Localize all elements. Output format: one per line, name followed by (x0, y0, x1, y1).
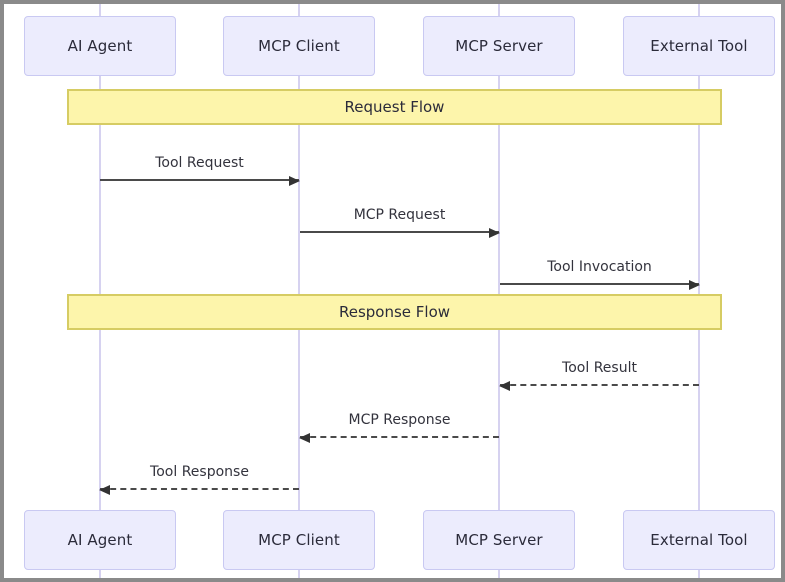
participant-box-external-tool-bottom[interactable]: External Tool (623, 510, 775, 570)
arrowhead-left-icon (499, 381, 510, 391)
arrowhead-right-icon (289, 176, 300, 186)
participant-box-mcp-client-top[interactable]: MCP Client (223, 16, 375, 76)
participant-label-ai-agent-top: AI Agent (67, 37, 133, 55)
participant-label-external-tool-top: External Tool (650, 37, 748, 55)
participant-box-mcp-client-bottom[interactable]: MCP Client (223, 510, 375, 570)
lifeline-external-tool (698, 4, 700, 578)
participant-label-ai-agent-bottom: AI Agent (67, 531, 133, 549)
participant-label-external-tool-bottom: External Tool (650, 531, 748, 549)
message-line-tool-response (99, 485, 299, 495)
arrowhead-right-icon (489, 228, 500, 238)
lifeline-mcp-server (498, 4, 500, 578)
message-line-mcp-response (299, 433, 499, 443)
message-label-tool-request: Tool Request (155, 155, 244, 171)
lifeline-ai-agent (99, 4, 101, 578)
message-label-tool-invocation: Tool Invocation (547, 259, 652, 275)
participant-label-mcp-client-top: MCP Client (258, 37, 340, 55)
participant-box-ai-agent-bottom[interactable]: AI Agent (24, 510, 176, 570)
message-label-mcp-response: MCP Response (348, 412, 451, 428)
participant-label-mcp-server-bottom: MCP Server (455, 531, 543, 549)
message-label-tool-result: Tool Result (562, 360, 637, 376)
participant-box-mcp-server-top[interactable]: MCP Server (423, 16, 575, 76)
message-line-mcp-request (300, 228, 500, 238)
participant-box-external-tool-top[interactable]: External Tool (623, 16, 775, 76)
flow-banner-request: Request Flow (67, 89, 722, 125)
participant-box-ai-agent-top[interactable]: AI Agent (24, 16, 176, 76)
lifeline-mcp-client (298, 4, 300, 578)
arrowhead-left-icon (299, 433, 310, 443)
sequence-diagram-canvas: AI Agent MCP Client MCP Server External … (4, 4, 781, 578)
flow-banner-label-request: Request Flow (344, 98, 445, 116)
participant-box-mcp-server-bottom[interactable]: MCP Server (423, 510, 575, 570)
message-label-mcp-request: MCP Request (353, 207, 446, 223)
participant-label-mcp-server-top: MCP Server (455, 37, 543, 55)
message-line-tool-result (499, 381, 699, 391)
arrowhead-right-icon (689, 280, 700, 290)
message-label-tool-response: Tool Response (150, 464, 249, 480)
participant-label-mcp-client-bottom: MCP Client (258, 531, 340, 549)
flow-banner-response: Response Flow (67, 294, 722, 330)
flow-banner-label-response: Response Flow (338, 303, 451, 321)
arrowhead-left-icon (99, 485, 110, 495)
message-line-tool-request (100, 176, 300, 186)
message-line-tool-invocation (500, 280, 700, 290)
